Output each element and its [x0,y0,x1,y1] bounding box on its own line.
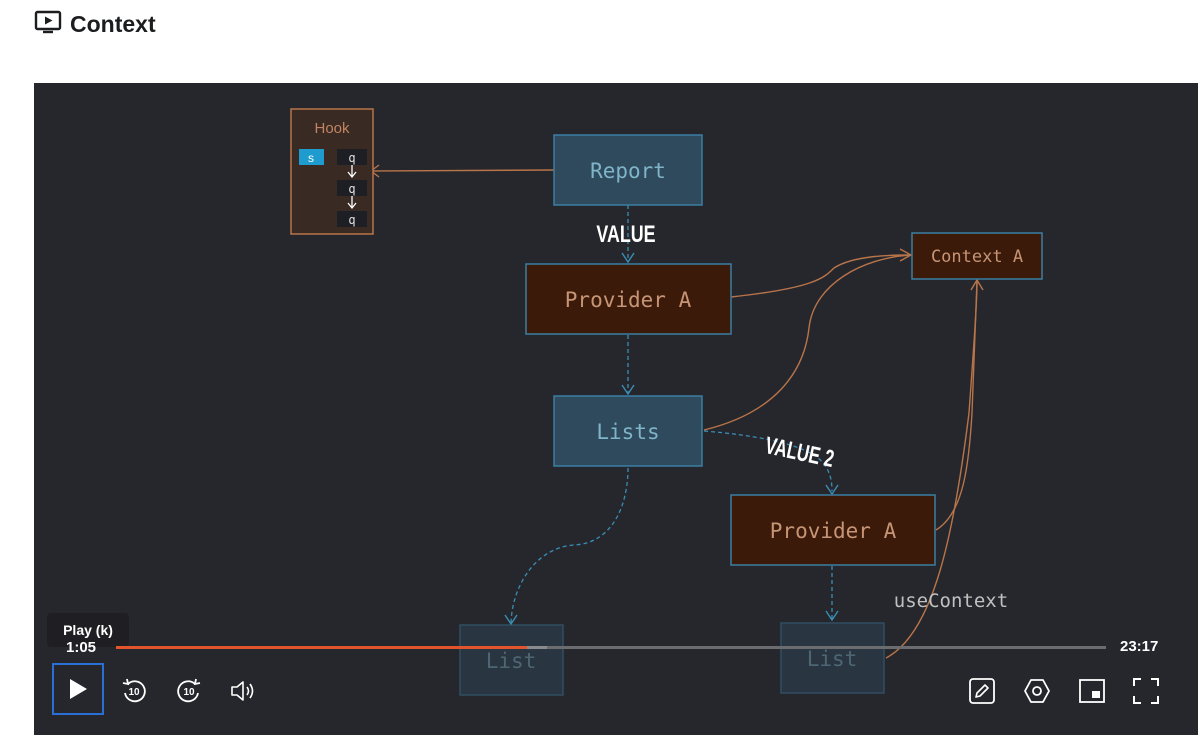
svg-text:10: 10 [128,687,140,698]
settings-icon [1024,679,1050,703]
lecture-header: Context [34,8,156,40]
context-box: Context A [911,232,1043,280]
list-to-context-line [885,280,978,659]
lists-box: Lists [553,395,703,467]
play-button[interactable] [52,663,104,715]
play-tooltip: Play (k) [47,613,129,647]
settings-button[interactable] [1022,677,1052,705]
play-icon [70,679,87,699]
list-right-arrowhead [825,610,839,622]
hook-queue-1: q [348,151,355,165]
fullscreen-button[interactable] [1132,677,1160,705]
rewind-10-icon: 10 [122,678,146,703]
video-player[interactable]: Hook s q q q Report VALUE Provider A Con… [34,83,1198,735]
provider-to-context-line [730,254,911,298]
picture-in-picture-button[interactable] [1078,677,1106,705]
provider-top-label: Provider A [565,288,692,312]
rewind-10-button[interactable]: 10 [120,677,148,705]
use-context-label: useContext [894,590,1008,612]
volume-button[interactable] [229,677,259,705]
report-to-hook-line [370,169,555,172]
list-box-right: List [780,622,885,694]
provider-box-bottom: Provider A [730,494,936,566]
video-play-icon [34,9,62,40]
current-time: 1:05 [66,639,97,656]
picture-in-picture-icon [1079,679,1105,703]
provider-bottom-label: Provider A [770,519,897,543]
page-title: Context [70,10,156,37]
provider-arrowhead-1 [621,252,635,264]
report-label: Report [590,159,666,183]
progress-bar[interactable] [116,646,1106,649]
duration-time: 23:17 [1120,638,1159,655]
hook-title: Hook [314,120,350,137]
forward-10-icon: 10 [177,678,201,703]
context-up-arrowhead [970,278,984,291]
lists-arrowhead [621,384,635,396]
lists-label: Lists [596,420,659,444]
forward-10-button[interactable]: 10 [175,677,203,705]
list-right-label: List [807,647,858,671]
provider2-to-context-line [935,280,978,531]
value2-label: VALUE 2 [763,432,837,473]
progress-fill [116,646,527,649]
fullscreen-icon [1133,678,1159,704]
provider-box-top: Provider A [525,263,732,335]
provider2-arrowhead [825,484,839,496]
diagram-canvas: Hook s q q q Report VALUE Provider A Con… [290,108,1043,696]
lists-to-context-line [703,254,911,431]
hook-box: Hook s q q q [290,108,374,235]
hook-state-label: s [308,151,314,165]
volume-icon [231,681,254,701]
svg-text:10: 10 [183,687,195,698]
hook-queue-2: q [348,182,355,196]
lists-to-list-dashed [510,467,629,624]
context-arrowhead [899,248,913,262]
list-left-label: List [486,649,537,673]
notes-button[interactable] [968,677,996,705]
hook-queue-3: q [348,213,355,227]
connectors [369,164,984,659]
lists-to-provider2-dashed [703,430,833,492]
notes-icon [969,678,995,704]
list-box-left: List [459,624,564,696]
report-box: Report [553,134,703,206]
context-label: Context A [931,247,1023,267]
list-left-arrowhead [504,614,518,626]
value-label: VALUE [596,222,655,248]
